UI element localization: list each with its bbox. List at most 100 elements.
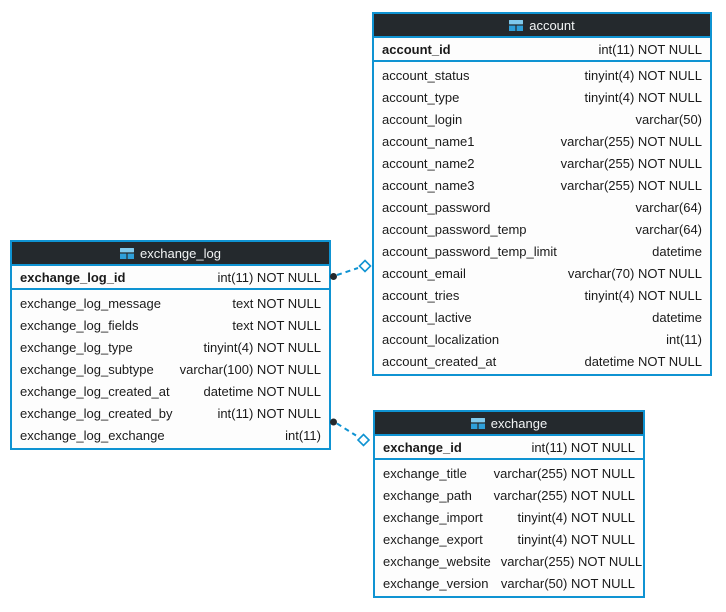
- column-row[interactable]: account_name3 varchar(255) NOT NULL: [374, 174, 710, 196]
- column-type: tinyint(4) NOT NULL: [517, 531, 635, 547]
- column-row[interactable]: account_email varchar(70) NOT NULL: [374, 262, 710, 284]
- connector-diamond-marker: [358, 259, 372, 273]
- connector-circle-marker: [330, 273, 337, 280]
- table-exchange[interactable]: exchange exchange_id int(11) NOT NULL ex…: [373, 410, 645, 598]
- column-type: int(11) NOT NULL: [217, 269, 321, 285]
- table-icon: [120, 247, 135, 259]
- column-row[interactable]: exchange_log_exchange int(11): [12, 424, 329, 446]
- column-name: account_password_temp: [382, 221, 527, 237]
- column-name: account_localization: [382, 331, 500, 347]
- relationship-exchange-log-to-account[interactable]: [330, 259, 372, 281]
- table-icon: [509, 19, 524, 31]
- column-type: varchar(255) NOT NULL: [500, 553, 643, 569]
- column-name: account_lactive: [382, 309, 472, 325]
- column-row[interactable]: exchange_log_created_by int(11) NOT NULL: [12, 402, 329, 424]
- column-row[interactable]: exchange_path varchar(255) NOT NULL: [375, 484, 643, 506]
- column-row[interactable]: exchange_log_fields text NOT NULL: [12, 314, 329, 336]
- column-row[interactable]: account_lactive datetime: [374, 306, 710, 328]
- column-name: exchange_log_created_by: [20, 405, 173, 421]
- column-name: exchange_log_exchange: [20, 427, 165, 443]
- column-type: varchar(64): [635, 199, 702, 215]
- column-type: int(11) NOT NULL: [217, 405, 321, 421]
- column-name: account_name3: [382, 177, 475, 193]
- column-name: exchange_id: [383, 439, 462, 455]
- column-name: account_name2: [382, 155, 475, 171]
- column-type: varchar(100) NOT NULL: [179, 361, 321, 377]
- table-header[interactable]: account: [374, 14, 710, 38]
- column-name: account_name1: [382, 133, 475, 149]
- column-type: varchar(50) NOT NULL: [500, 575, 635, 591]
- table-account[interactable]: account account_id int(11) NOT NULL acco…: [372, 12, 712, 376]
- column-type: int(11): [666, 331, 702, 347]
- table-title: exchange: [490, 415, 548, 431]
- table-icon: [470, 417, 485, 429]
- column-name: exchange_log_subtype: [20, 361, 154, 377]
- column-name: account_password: [382, 199, 491, 215]
- column-type: tinyint(4) NOT NULL: [584, 89, 702, 105]
- connector-circle-marker: [330, 418, 337, 426]
- primary-key-row[interactable]: exchange_id int(11) NOT NULL: [375, 436, 643, 460]
- column-row[interactable]: account_password varchar(64): [374, 196, 710, 218]
- column-type: varchar(255) NOT NULL: [493, 487, 635, 503]
- column-type: tinyint(4) NOT NULL: [584, 287, 702, 303]
- column-type: varchar(255) NOT NULL: [560, 133, 702, 149]
- column-type: int(11): [285, 427, 321, 443]
- column-row[interactable]: account_localization int(11): [374, 328, 710, 350]
- column-name: account_email: [382, 265, 466, 281]
- column-name: exchange_export: [383, 531, 483, 547]
- column-type: tinyint(4) NOT NULL: [517, 509, 635, 525]
- column-type: varchar(255) NOT NULL: [560, 177, 702, 193]
- column-name: account_id: [382, 41, 451, 57]
- column-type: varchar(255) NOT NULL: [493, 465, 635, 481]
- column-name: exchange_version: [383, 575, 489, 591]
- column-row[interactable]: account_login varchar(50): [374, 108, 710, 130]
- column-type: tinyint(4) NOT NULL: [584, 67, 702, 83]
- column-type: datetime: [652, 309, 702, 325]
- column-type: varchar(70) NOT NULL: [567, 265, 702, 281]
- table-header[interactable]: exchange_log: [12, 242, 329, 266]
- column-name: exchange_log_type: [20, 339, 133, 355]
- connector-diamond-marker: [356, 433, 371, 447]
- column-row[interactable]: exchange_log_subtype varchar(100) NOT NUL…: [12, 358, 329, 380]
- column-type: varchar(255) NOT NULL: [560, 155, 702, 171]
- primary-key-row[interactable]: exchange_log_id int(11) NOT NULL: [12, 266, 329, 290]
- table-header[interactable]: exchange: [375, 412, 643, 436]
- table-exchange-log[interactable]: exchange_log exchange_log_id int(11) NOT…: [10, 240, 331, 450]
- column-name: account_password_temp_limit: [382, 243, 557, 259]
- relationship-exchange-log-to-exchange[interactable]: [330, 418, 371, 447]
- table-title: exchange_log: [140, 245, 221, 261]
- column-name: account_tries: [382, 287, 460, 303]
- primary-key-row[interactable]: account_id int(11) NOT NULL: [374, 38, 710, 62]
- column-row[interactable]: account_tries tinyint(4) NOT NULL: [374, 284, 710, 306]
- column-name: exchange_path: [383, 487, 472, 503]
- column-row[interactable]: exchange_export tinyint(4) NOT NULL: [375, 528, 643, 550]
- column-row[interactable]: exchange_version varchar(50) NOT NULL: [375, 572, 643, 594]
- column-name: account_login: [382, 111, 463, 127]
- column-type: int(11) NOT NULL: [531, 439, 635, 455]
- column-name: exchange_log_id: [20, 269, 126, 285]
- column-row[interactable]: exchange_import tinyint(4) NOT NULL: [375, 506, 643, 528]
- column-name: exchange_import: [383, 509, 483, 525]
- column-type: varchar(50): [635, 111, 702, 127]
- column-name: exchange_log_fields: [20, 317, 139, 333]
- column-type: text NOT NULL: [232, 317, 321, 333]
- column-row[interactable]: account_name2 varchar(255) NOT NULL: [374, 152, 710, 174]
- column-name: exchange_website: [383, 553, 491, 569]
- column-row[interactable]: account_name1 varchar(255) NOT NULL: [374, 130, 710, 152]
- table-title: account: [529, 17, 575, 33]
- column-row[interactable]: exchange_website varchar(255) NOT NULL: [375, 550, 643, 572]
- column-type: datetime NOT NULL: [203, 383, 321, 399]
